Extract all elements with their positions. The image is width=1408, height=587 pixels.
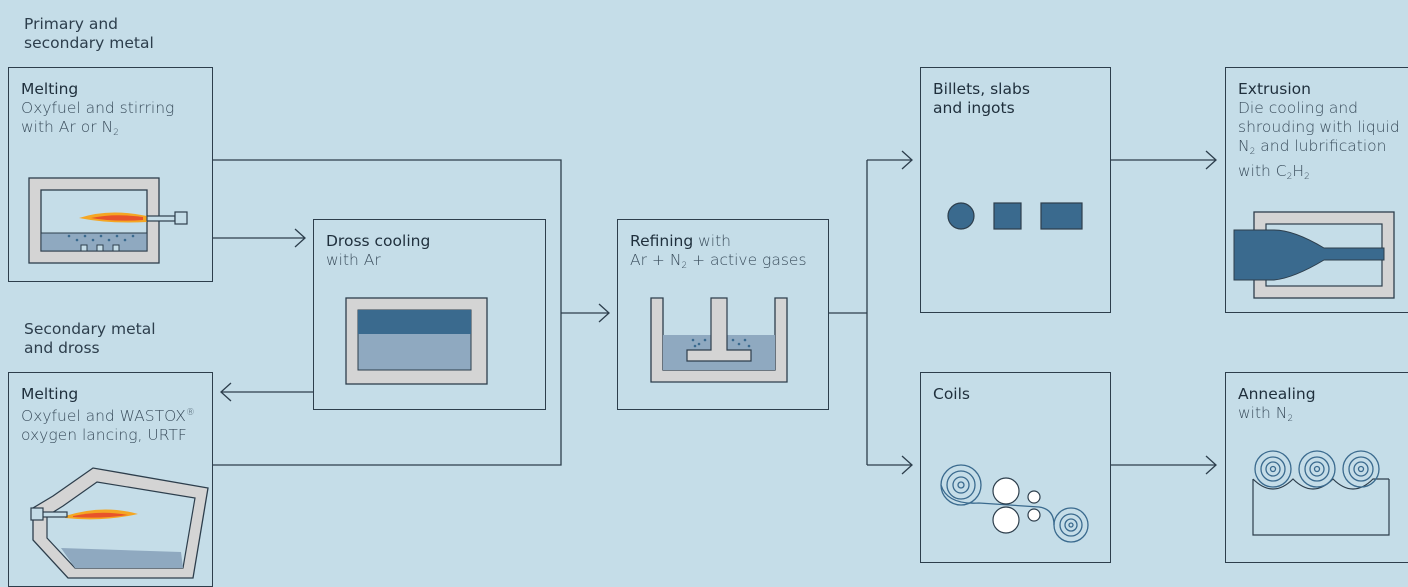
annealing-furnace-illustration bbox=[1252, 450, 1390, 536]
melting-primary-text: Melting Oxyfuel and stirring with Ar or … bbox=[21, 80, 174, 143]
dross-title: Dross cooling bbox=[326, 232, 431, 250]
annealing-title: Annealing bbox=[1238, 385, 1316, 403]
billets-title-line2: and ingots bbox=[933, 99, 1015, 117]
melting-secondary-text: Melting Oxyfuel and WASTOX® oxygen lanci… bbox=[21, 385, 195, 445]
rotary-furnace-illustration bbox=[30, 467, 209, 579]
dross-cooler-illustration bbox=[345, 297, 488, 385]
connector-melting2-loop bbox=[212, 313, 562, 466]
heading-secondary-line1: Secondary metal bbox=[24, 320, 156, 338]
melting-primary-title: Melting bbox=[21, 80, 79, 98]
annealing-text: Annealing with N2 bbox=[1238, 385, 1316, 429]
refining-title: Refining with bbox=[630, 232, 731, 250]
extrusion-line2: shrouding with liquid bbox=[1238, 118, 1400, 136]
box-billets: Billets, slabs and ingots bbox=[920, 67, 1111, 313]
extrusion-text: Extrusion Die cooling and shrouding with… bbox=[1238, 80, 1400, 187]
box-refining: Refining with Ar + N2 + active gases bbox=[617, 219, 829, 410]
arrow-to-refining bbox=[598, 303, 610, 323]
heading-primary: Primary and secondary metal bbox=[24, 15, 154, 53]
rolling-mill-illustration bbox=[940, 464, 1089, 543]
connector-melting1-loop bbox=[212, 159, 562, 313]
arrow-to-dross bbox=[294, 228, 306, 248]
coils-text: Coils bbox=[933, 385, 970, 404]
extrusion-line4: with C2H2 bbox=[1238, 162, 1310, 182]
annealing-sub: with N2 bbox=[1238, 404, 1294, 424]
heading-secondary: Secondary metal and dross bbox=[24, 320, 156, 358]
extrusion-die-illustration bbox=[1233, 211, 1395, 299]
box-coils: Coils bbox=[920, 372, 1111, 563]
extrusion-title: Extrusion bbox=[1238, 80, 1311, 98]
box-extrusion: Extrusion Die cooling and shrouding with… bbox=[1225, 67, 1408, 313]
melting-secondary-title: Melting bbox=[21, 385, 79, 403]
heading-primary-line2: secondary metal bbox=[24, 34, 154, 52]
arrow-to-melting2 bbox=[220, 382, 232, 402]
billets-title-line1: Billets, slabs bbox=[933, 80, 1030, 98]
melting-primary-sub1: Oxyfuel and stirring bbox=[21, 99, 175, 117]
box-melting-primary: Melting Oxyfuel and stirring with Ar or … bbox=[8, 67, 213, 282]
coils-title: Coils bbox=[933, 385, 970, 403]
refining-text: Refining with Ar + N2 + active gases bbox=[630, 232, 807, 276]
extrusion-line1: Die cooling and bbox=[1238, 99, 1359, 117]
furnace-illustration bbox=[28, 177, 188, 264]
box-dross-cooling: Dross cooling with Ar bbox=[313, 219, 546, 410]
extrusion-line3: N2 and lubrification bbox=[1238, 137, 1387, 157]
melting-secondary-sub1: Oxyfuel and WASTOX® bbox=[21, 407, 195, 426]
melting-secondary-sub2: oxygen lancing, URTF bbox=[21, 426, 187, 445]
billets-text: Billets, slabs and ingots bbox=[933, 80, 1030, 118]
billet-shapes-illustration bbox=[947, 202, 1083, 230]
melting-primary-sub2: with Ar or N2 bbox=[21, 118, 119, 138]
box-melting-secondary: Melting Oxyfuel and WASTOX® oxygen lanci… bbox=[8, 372, 213, 587]
heading-secondary-line2: and dross bbox=[24, 339, 100, 357]
refining-sub: Ar + N2 + active gases bbox=[630, 251, 807, 271]
dross-text: Dross cooling with Ar bbox=[326, 232, 430, 270]
refining-vessel-illustration bbox=[650, 297, 788, 383]
heading-primary-line1: Primary and bbox=[24, 15, 118, 33]
dross-sub: with Ar bbox=[326, 251, 381, 269]
box-annealing: Annealing with N2 bbox=[1225, 372, 1408, 563]
